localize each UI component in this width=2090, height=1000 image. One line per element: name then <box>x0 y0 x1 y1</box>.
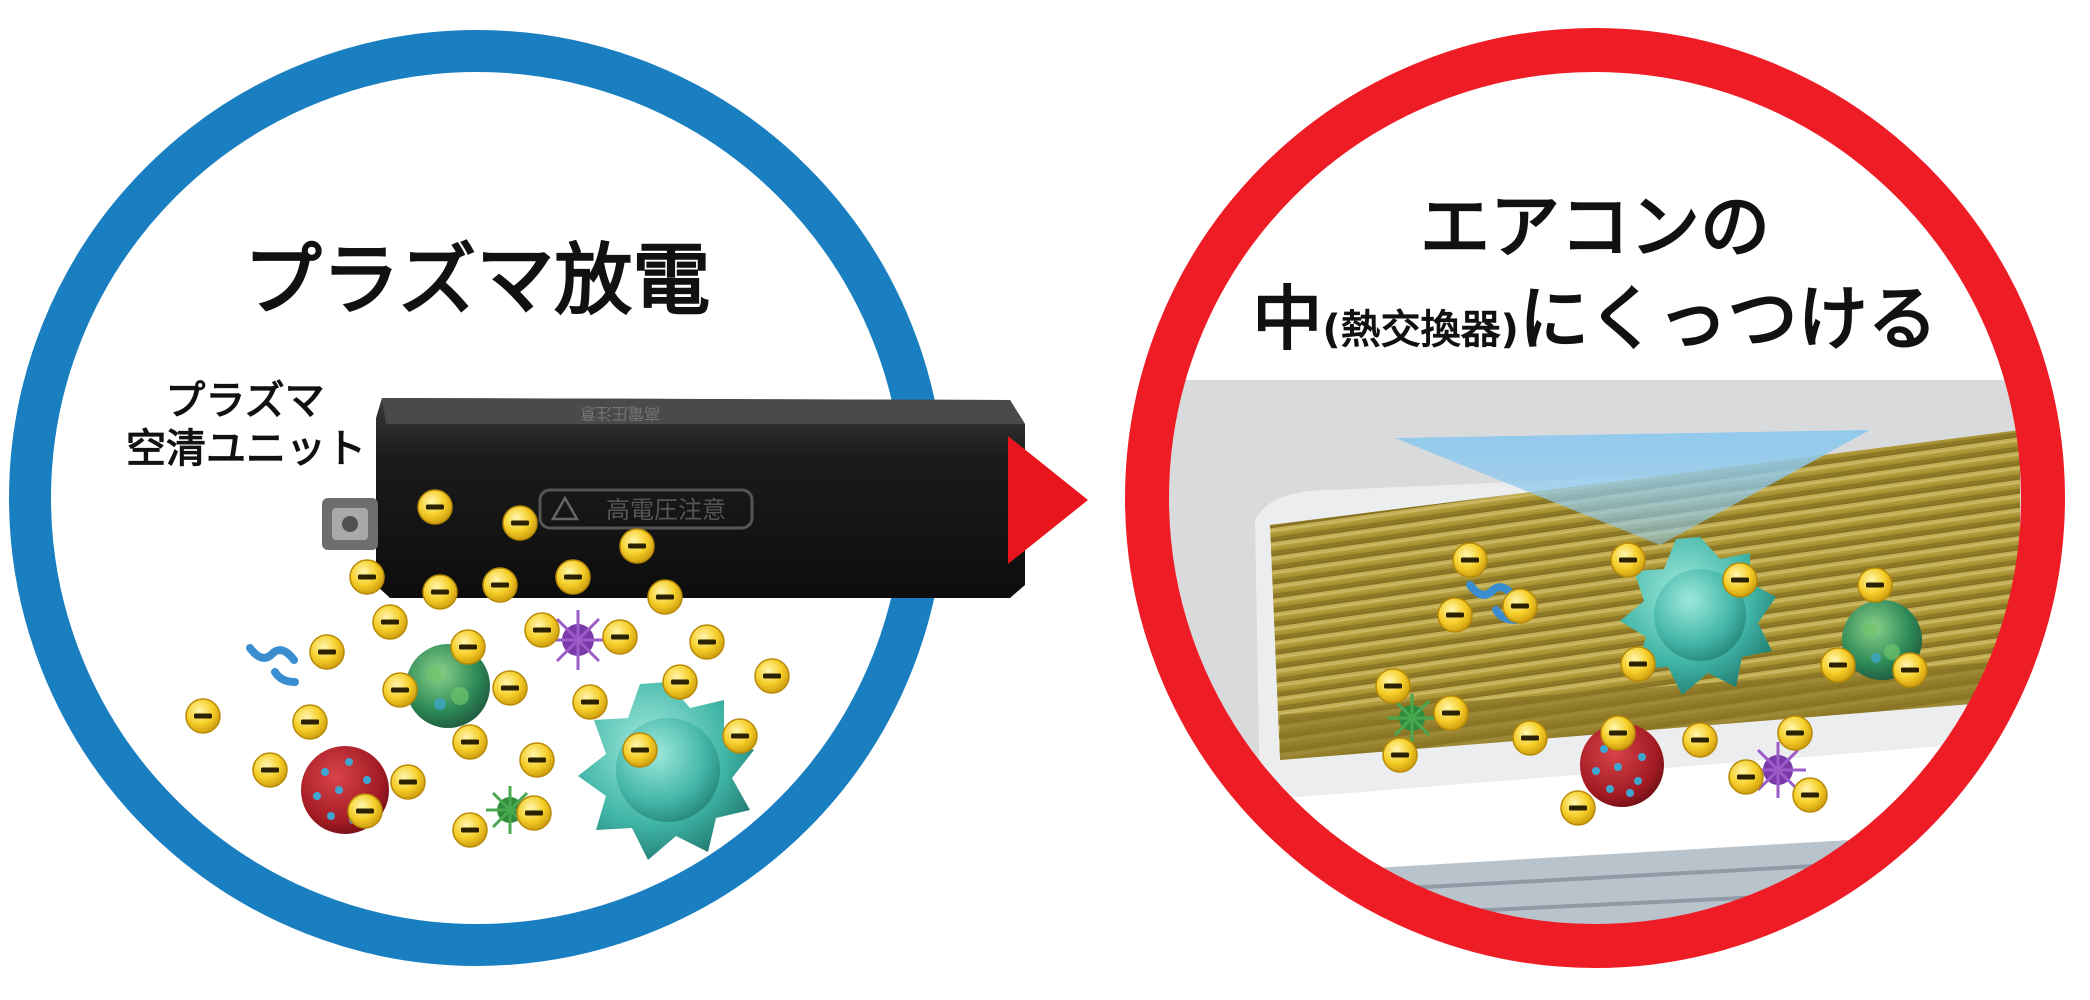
negative-ion-icon <box>450 629 486 665</box>
left-title: プラズマ放電 <box>243 236 711 326</box>
negative-ion-icon <box>754 658 790 694</box>
negative-ion-icon <box>372 604 408 640</box>
negative-ion-icon <box>622 732 658 768</box>
negative-ion-icon <box>519 742 555 778</box>
green-virus-icon <box>406 644 490 728</box>
negative-ion-icon <box>382 672 418 708</box>
green-spike-icon-right <box>1388 694 1436 742</box>
right-title-naka: 中 <box>1252 278 1323 360</box>
negative-ion-icon <box>1610 542 1646 578</box>
negative-ion-icon <box>1375 668 1411 704</box>
negative-ion-icon <box>1620 646 1656 682</box>
air-flow-arrow-icon <box>1395 430 1870 545</box>
negative-ion-icon <box>516 795 552 831</box>
negative-ion-icon <box>390 764 426 800</box>
negative-ion-icon <box>689 624 725 660</box>
right-ring <box>1125 28 2065 968</box>
negative-ion-icon <box>1600 715 1636 751</box>
warning-triangle-icon <box>550 495 580 521</box>
right-title-line2: 中(熱交換器)にくっつける <box>1158 278 2032 371</box>
unit-label-line1: プラズマ <box>165 378 325 424</box>
negative-ion-icon <box>524 612 560 648</box>
negative-ion-icon <box>647 579 683 615</box>
negative-ion-icon <box>185 698 221 734</box>
negative-ion-icon <box>619 528 655 564</box>
negative-ion-icon <box>417 489 453 525</box>
negative-ion-icon <box>1892 652 1928 688</box>
negative-ion-icon <box>422 574 458 610</box>
purple-spike-icon <box>548 610 608 670</box>
negative-ion-icon <box>662 664 698 700</box>
unit-text-top: 高電圧注意 <box>580 404 660 423</box>
negative-ion-icon <box>347 793 383 829</box>
air-conditioner-scene <box>1158 380 2032 935</box>
negative-ion-icon <box>1560 790 1596 826</box>
negative-ion-icon <box>1820 647 1856 683</box>
negative-ion-icon <box>602 619 638 655</box>
blue-bacteria-icon <box>246 644 299 686</box>
red-virus-icon-right <box>1580 723 1664 807</box>
negative-ion-icon <box>292 704 328 740</box>
negative-ion-icon <box>309 634 345 670</box>
negative-ion-icon <box>1792 777 1828 813</box>
negative-ion-icon <box>252 752 288 788</box>
negative-ion-icon <box>1452 542 1488 578</box>
negative-ion-icon <box>1722 562 1758 598</box>
negative-ion-icon <box>492 670 528 706</box>
unit-text-front: 高電圧注意 <box>606 496 726 524</box>
negative-ion-icon <box>572 684 608 720</box>
negative-ion-icon <box>452 812 488 848</box>
triangle-arrow-right-icon <box>1008 436 1088 564</box>
negative-ion-icon <box>1382 737 1418 773</box>
right-title-attach: にくっつける <box>1518 278 1938 360</box>
negative-ion-icon <box>482 567 518 603</box>
negative-ion-icon <box>1437 597 1473 633</box>
unit-warning-plate <box>538 488 754 530</box>
negative-ion-icon <box>1502 588 1538 624</box>
negative-ion-icon <box>1433 695 1469 731</box>
negative-ion-icon <box>1857 567 1893 603</box>
negative-ion-icon <box>1512 720 1548 756</box>
negative-ion-icon <box>722 718 758 754</box>
negative-ion-icon <box>1777 715 1813 751</box>
plasma-unit: 高電圧注意 高電圧注意 <box>322 398 1025 598</box>
negative-ion-icon <box>502 505 538 541</box>
right-title-line1: エアコンの <box>1420 186 1770 268</box>
negative-ion-icon <box>1682 722 1718 758</box>
negative-ion-icon <box>1728 759 1764 795</box>
right-title-heat-exchanger: (熱交換器) <box>1322 307 1519 353</box>
negative-ion-icon <box>349 559 385 595</box>
negative-ion-icon <box>452 724 488 760</box>
negative-ion-icon <box>555 559 591 595</box>
unit-label-line2: 空清ユニット <box>126 426 366 472</box>
